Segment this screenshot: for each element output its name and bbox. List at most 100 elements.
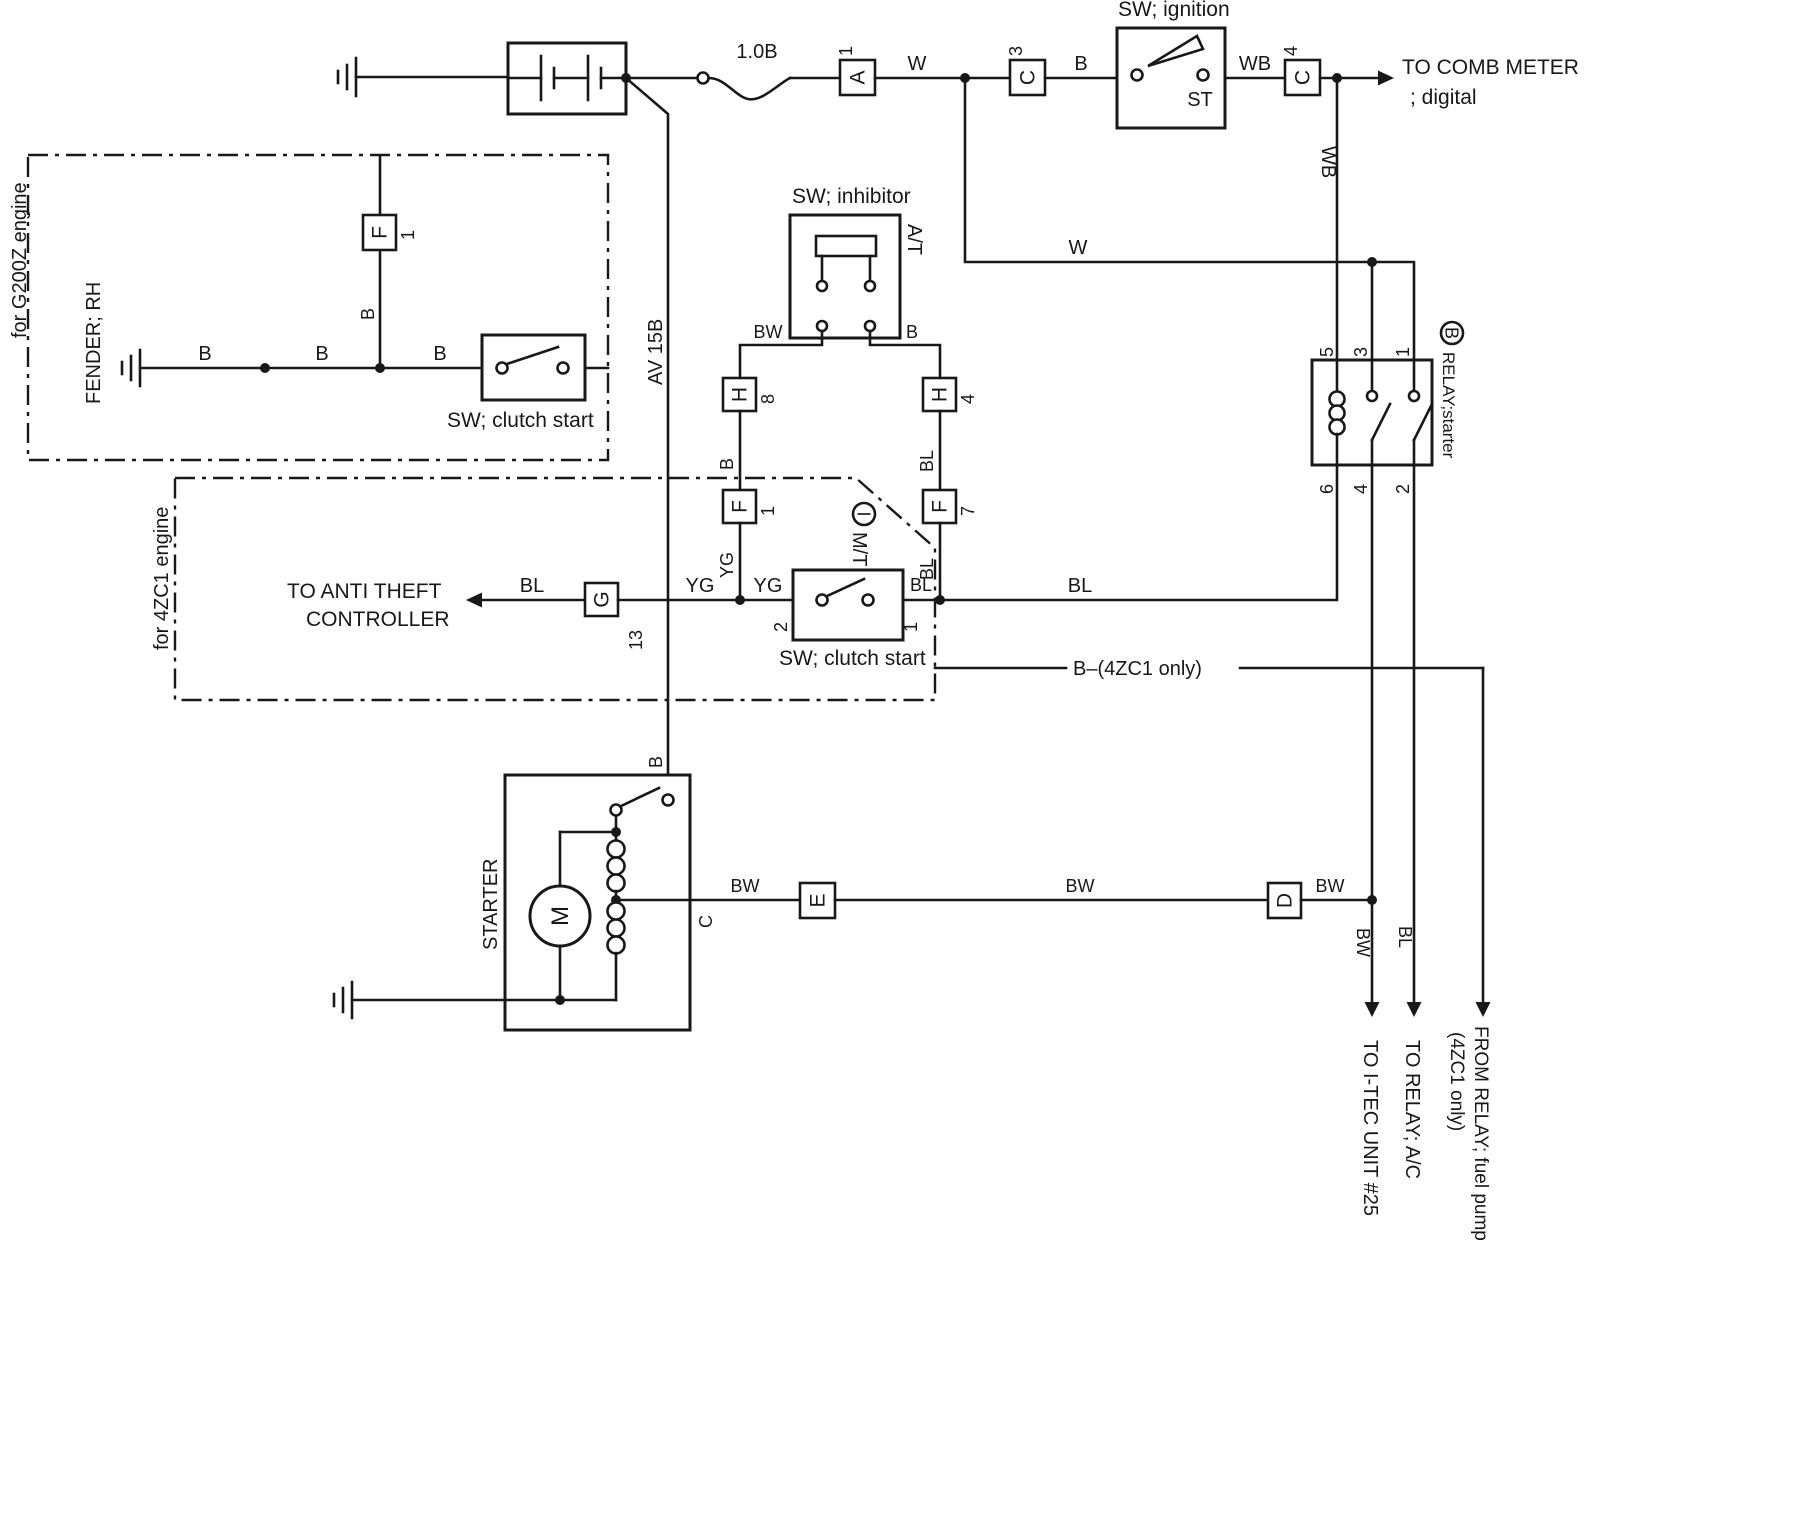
relay-badge-circle [1439, 320, 1465, 346]
starter-assembly: STARTER M C [480, 773, 716, 1032]
ignition-contact-left [1130, 68, 1144, 82]
wire-label-bw-inh: BW [754, 322, 783, 342]
wire-label-bl-3: BL [1068, 575, 1092, 597]
connector-h4-letter: H [929, 387, 952, 402]
starter-coil2-loop-3 [606, 935, 626, 955]
relay-pin-4: 4 [1351, 484, 1371, 494]
arrow-fuel-pump [1475, 1002, 1491, 1017]
wire-w-branch-to-relay [963, 76, 1416, 362]
wire-label-b-2: B [315, 343, 328, 365]
wire-label-bl-vert-bottom: BL [1395, 926, 1415, 948]
g200z-dashed-border [26, 153, 610, 462]
fuse-pin: 1 [398, 230, 418, 240]
inhibitor-contact-3 [815, 319, 829, 333]
connector-c4-pin: 4 [1281, 46, 1301, 56]
wire-label-bl-vert2: BL [917, 558, 937, 580]
comb-meter-label-2: ; digital [1410, 86, 1477, 109]
connector-c4-letter: C [1292, 70, 1315, 85]
wire-bl-to-relay [938, 463, 1339, 602]
ignition-key-wedge [1147, 34, 1205, 68]
inhibitor-switch: SW; inhibitor A/T [788, 185, 925, 340]
ac-relay-caption: TO RELAY; A/C [1401, 1040, 1423, 1179]
mt-label: M/T [848, 532, 870, 566]
starter-coil1-loop-2 [606, 856, 626, 876]
clutch4-switch-arm [825, 577, 866, 598]
clutch4-contact-left [815, 593, 829, 607]
relay-pin-6: 6 [1317, 484, 1337, 494]
relay-contact-3 [1365, 389, 1379, 403]
starter-coil1-loop-3 [606, 873, 626, 893]
fusible-link-curve [707, 76, 792, 101]
wire-label-yg-2: YG [754, 575, 783, 597]
clutch4-pin-2: 2 [771, 622, 791, 632]
relay-title: RELAY;starter [1439, 352, 1458, 459]
connector-h8-pin: 8 [758, 394, 778, 404]
mt-badge-letter: I [854, 511, 874, 516]
wire-label-bw-3: BW [1316, 876, 1345, 896]
clutch-contact-left [495, 361, 509, 375]
clutch-switch-arm [505, 345, 560, 366]
zc1-caption: for 4ZC1 engine [151, 507, 173, 650]
comb-meter-label-1: TO COMB METER [1402, 56, 1579, 79]
connector-c3-letter: C [1017, 70, 1040, 85]
ground-symbol-fender [120, 348, 142, 388]
connector-f1: F 1 [721, 488, 778, 525]
junction-fender-1 [260, 363, 270, 373]
zc1-option-box: for 4ZC1 engine TO ANTI THEFT CONTROLLER… [151, 476, 937, 702]
relay-arm-1-2 [1412, 402, 1434, 442]
wire-label-yg-1: YG [686, 575, 715, 597]
clutch-contact-right [556, 361, 570, 375]
connector-h4: H 4 [921, 376, 978, 413]
connector-a-letter: A [847, 70, 870, 84]
wire-label-w-branch: W [1069, 237, 1088, 259]
g200z-caption: for G200Z engine [9, 182, 31, 338]
ignition-switch-title: SW; ignition [1118, 0, 1230, 21]
wire-label-yg-vert: YG [717, 552, 737, 578]
inhibitor-slider [814, 234, 878, 258]
starter-coil2-loop-1 [606, 901, 626, 921]
fuse-letter: F [369, 226, 392, 239]
connector-f1-letter: F [729, 500, 752, 513]
connector-e: E [798, 881, 837, 920]
connector-h4-pin: 4 [958, 394, 978, 404]
relay-badge-letter: B [1442, 327, 1462, 339]
connector-g: G 13 [583, 581, 646, 650]
connector-f7-letter: F [929, 500, 952, 513]
clutch4-pin-1: 1 [901, 622, 921, 632]
connector-d-letter: D [1274, 893, 1297, 908]
relay-pin-1: 1 [1393, 347, 1413, 357]
clutch-start-label-4zc1: SW; clutch start [779, 647, 926, 670]
clutch-start-switch-g200z [480, 333, 587, 402]
relay-pin-2: 2 [1393, 484, 1413, 494]
fender-caption: FENDER; RH [83, 282, 105, 404]
inhibitor-contact-2 [863, 279, 877, 293]
wire-label-bw-1: BW [731, 876, 760, 896]
relay-pin-5: 5 [1317, 347, 1337, 357]
fusible-link: 1.0B [624, 41, 842, 101]
inhibitor-contact-1 [815, 279, 829, 293]
connector-c3: C 3 [1006, 46, 1047, 97]
anti-theft-label-2: CONTROLLER [306, 608, 450, 631]
connector-f7-pin: 7 [958, 506, 978, 516]
wire-label-b-only: B–(4ZC1 only) [1073, 658, 1202, 680]
wire-inhibitor-b [868, 329, 942, 380]
arrow-itec [1364, 1002, 1380, 1017]
ground-symbol-battery [336, 56, 510, 98]
inhibitor-contact-4 [863, 319, 877, 333]
ignition-contact-st [1196, 68, 1210, 82]
fuel-pump-caption-1: FROM RELAY; fuel pump [1470, 1026, 1491, 1241]
starter-caption: STARTER [480, 859, 502, 951]
starter-relay: 5 3 1 6 4 2 B RELAY;starter [1310, 320, 1465, 494]
starter-motor-letter: M [547, 906, 574, 926]
feed-label-av15b: AV 15B [645, 319, 667, 385]
wire-label-wb: WB [1239, 53, 1271, 75]
wire-label-bl-antitheft: BL [520, 575, 544, 597]
wire-label-bw-vert: BW [1353, 928, 1373, 957]
fusible-link-label: 1.0B [736, 41, 777, 63]
ground-symbol-starter [332, 980, 618, 1020]
connector-f7: F 7 [921, 488, 978, 525]
clutch-start-switch-4zc1 [791, 568, 905, 642]
wire-label-bl-vert: BL [917, 450, 937, 472]
wire-av15b-feed [624, 76, 670, 796]
